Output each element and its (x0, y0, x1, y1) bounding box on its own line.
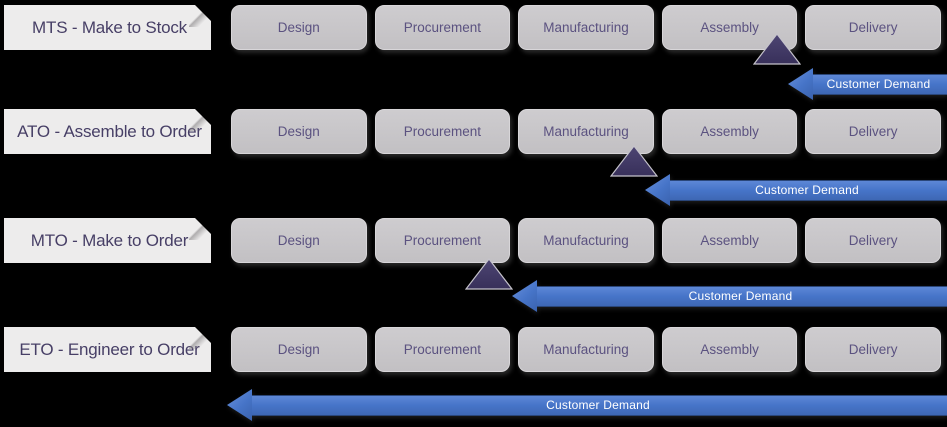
arrow-label: Customer Demand (826, 77, 931, 91)
stage-strip-ato: Design Procurement Manufacturing Assembl… (231, 109, 941, 154)
arrow-left-icon (788, 68, 813, 100)
arrow-label: Customer Demand (688, 289, 793, 303)
strategy-label-ato: ATO - Assemble to Order (4, 109, 211, 154)
stage-box-procurement: Procurement (374, 218, 511, 263)
stage-box-delivery: Delivery (805, 327, 941, 372)
customer-demand-arrow: Customer Demand (788, 68, 947, 100)
stage-box-design: Design (231, 109, 367, 154)
strategy-label-mto: MTO - Make to Order (4, 218, 211, 263)
strategy-label-eto: ETO - Engineer to Order (4, 327, 211, 372)
decoupling-triangle-icon (610, 145, 658, 177)
stage-box-assembly: Assembly (661, 327, 798, 372)
stage-box-delivery: Delivery (805, 109, 941, 154)
stage-box-design: Design (231, 218, 367, 263)
arrow-label: Customer Demand (546, 398, 650, 412)
decoupling-triangle-icon (753, 33, 801, 65)
customer-demand-arrow: Customer Demand (512, 280, 947, 312)
stage-box-procurement: Procurement (374, 327, 511, 372)
stage-strip-mto: Design Procurement Manufacturing Assembl… (231, 218, 941, 263)
stage-box-procurement: Procurement (374, 109, 511, 154)
stage-strip-mts: Design Procurement Manufacturing Assembl… (231, 5, 941, 50)
stage-box-delivery: Delivery (805, 218, 941, 263)
stage-box-manufacturing: Manufacturing (518, 5, 654, 50)
arrow-left-icon (227, 389, 252, 421)
stage-box-manufacturing: Manufacturing (518, 109, 654, 154)
customer-demand-arrow: Customer Demand (645, 174, 947, 206)
stage-box-manufacturing: Manufacturing (518, 327, 654, 372)
arrow-left-icon (645, 174, 670, 206)
stage-box-manufacturing: Manufacturing (518, 218, 654, 263)
stage-box-design: Design (231, 327, 367, 372)
arrow-left-icon (512, 280, 537, 312)
stage-strip-eto: Design Procurement Manufacturing Assembl… (231, 327, 941, 372)
arrow-label: Customer Demand (755, 183, 859, 197)
decoupling-triangle-icon (465, 258, 513, 290)
stage-box-procurement: Procurement (374, 5, 511, 50)
stage-box-assembly: Assembly (661, 109, 798, 154)
stage-box-design: Design (231, 5, 367, 50)
stage-box-delivery: Delivery (805, 5, 941, 50)
strategy-label-mts: MTS - Make to Stock (4, 5, 211, 50)
stage-box-assembly: Assembly (661, 218, 798, 263)
customer-demand-arrow: Customer Demand (227, 389, 947, 421)
